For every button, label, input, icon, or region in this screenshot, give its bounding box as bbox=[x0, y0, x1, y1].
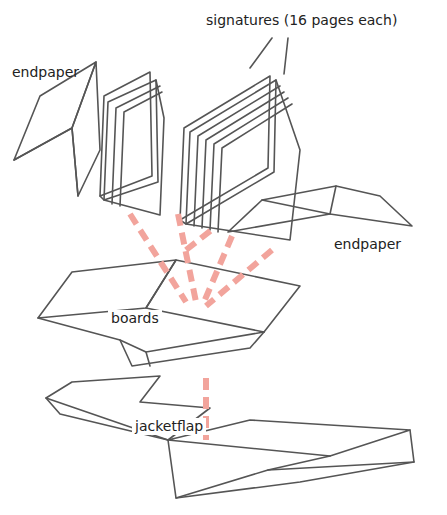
part-label: jacketflap bbox=[132, 418, 206, 435]
endpaper-fold bbox=[14, 128, 78, 196]
assembly-line bbox=[178, 214, 196, 302]
leader-line bbox=[284, 38, 288, 74]
endpaper-leaf bbox=[330, 186, 412, 226]
assembly-line bbox=[130, 214, 186, 302]
part-label: signatures (16 pages each) bbox=[206, 12, 397, 29]
signature-leaf bbox=[186, 80, 276, 224]
assembly-line bbox=[186, 228, 214, 250]
leader-line bbox=[250, 38, 272, 68]
signature-page bbox=[194, 86, 280, 226]
board-spine bbox=[146, 352, 150, 366]
signature-page bbox=[202, 92, 284, 228]
signature-page bbox=[112, 86, 160, 204]
endpaper-leaf bbox=[228, 186, 336, 232]
jacket-flap bbox=[46, 376, 210, 440]
signature-leaf bbox=[100, 72, 152, 196]
part-label: boards bbox=[108, 310, 162, 327]
signature-leaf bbox=[180, 76, 270, 220]
part-label: endpaper bbox=[334, 236, 401, 253]
signature-leaf bbox=[180, 80, 300, 240]
board-spine bbox=[120, 332, 264, 366]
jacket-edge bbox=[176, 462, 414, 498]
jacket-flap bbox=[268, 430, 414, 470]
signature-leaf bbox=[100, 80, 164, 215]
signature-page bbox=[120, 92, 162, 206]
signature-page bbox=[218, 104, 292, 232]
part-label: endpaper bbox=[12, 64, 79, 81]
assembly-line bbox=[206, 250, 272, 306]
endpaper-fold bbox=[262, 200, 330, 214]
